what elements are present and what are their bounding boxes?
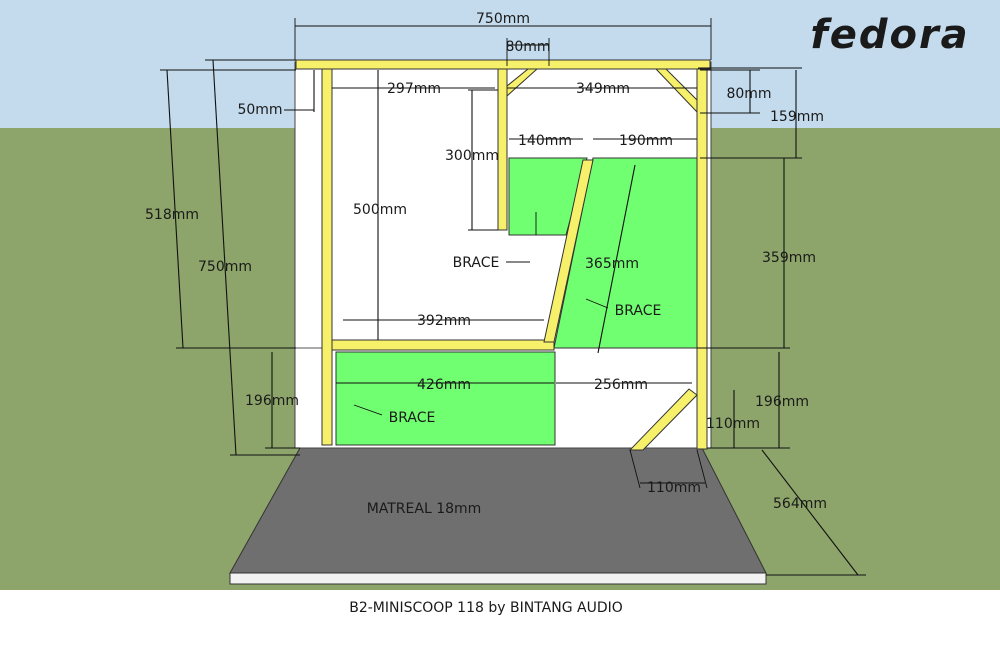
dim-750: 750mm — [198, 259, 252, 275]
dim-right-80: 80mm — [726, 86, 771, 102]
dim-564: 564mm — [773, 496, 827, 512]
brace-label-lower-left: BRACE — [389, 410, 436, 426]
frame-middle-post — [497, 68, 508, 231]
dim-top-80: 80mm — [505, 39, 550, 55]
frame-left-post — [321, 68, 333, 446]
dimension-labels: 750mm 80mm 50mm 297mm 349mm 80mm 159mm 1… — [145, 11, 827, 512]
dim-110-horizontal: 110mm — [647, 480, 701, 496]
dim-256: 256mm — [594, 377, 648, 393]
diagram-caption: B2-MINISCOOP 118 by BINTANG AUDIO — [349, 600, 623, 616]
dim-196-right: 196mm — [755, 394, 809, 410]
frame-corner-brace-bottom — [628, 388, 698, 451]
frame-shelf-bar — [331, 339, 555, 351]
frame-slanted-bar — [543, 159, 594, 343]
dim-349: 349mm — [576, 81, 630, 97]
dim-159: 159mm — [770, 109, 824, 125]
fedora-logo: fedora — [810, 12, 969, 58]
frame-corner-brace-left — [506, 68, 539, 98]
dim-left-50: 50mm — [237, 102, 282, 118]
brace-label-upper-right: BRACE — [615, 303, 662, 319]
floor-slab-edge — [229, 572, 767, 585]
brace-lower-left — [335, 351, 556, 446]
brace-upper-middle — [508, 157, 588, 236]
dim-190: 190mm — [619, 133, 673, 149]
frame-right-post — [696, 68, 708, 450]
frame-top-bar — [295, 59, 711, 70]
dim-top-width: 750mm — [476, 11, 530, 27]
frame-corner-brace-right — [654, 68, 698, 114]
dim-300: 300mm — [445, 148, 499, 164]
dim-518: 518mm — [145, 207, 199, 223]
dim-500: 500mm — [353, 202, 407, 218]
dimension-lines — [160, 18, 866, 576]
dim-359: 359mm — [762, 250, 816, 266]
dim-392: 392mm — [417, 313, 471, 329]
brace-label-upper-middle: BRACE — [453, 255, 500, 271]
floor-material-label: MATREAL 18mm — [367, 501, 482, 517]
floor-slab — [229, 447, 767, 574]
dim-196-left: 196mm — [245, 393, 299, 409]
dim-110-vertical: 110mm — [706, 416, 760, 432]
dim-297: 297mm — [387, 81, 441, 97]
dim-140: 140mm — [518, 133, 572, 149]
dim-426: 426mm — [417, 377, 471, 393]
caption-strip — [0, 590, 1000, 642]
dim-365: 365mm — [585, 256, 639, 272]
